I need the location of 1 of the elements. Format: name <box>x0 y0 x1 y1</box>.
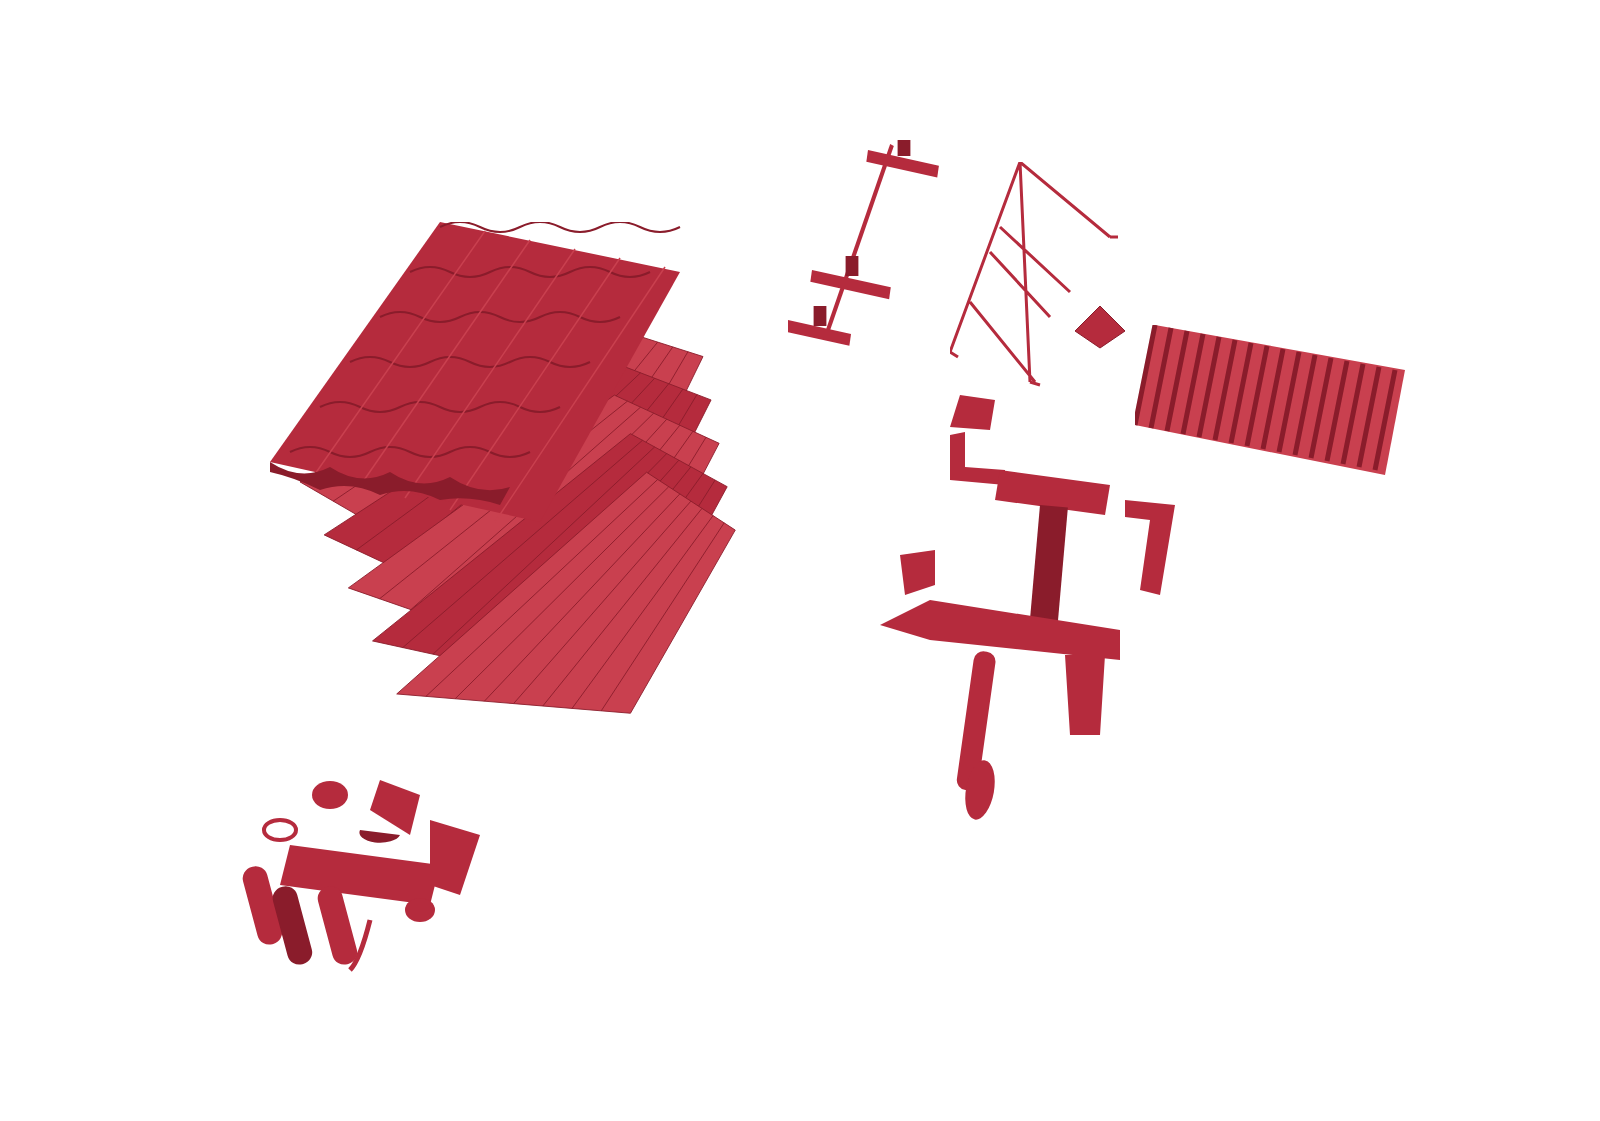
pyramid-cap-drawing <box>1075 306 1125 351</box>
